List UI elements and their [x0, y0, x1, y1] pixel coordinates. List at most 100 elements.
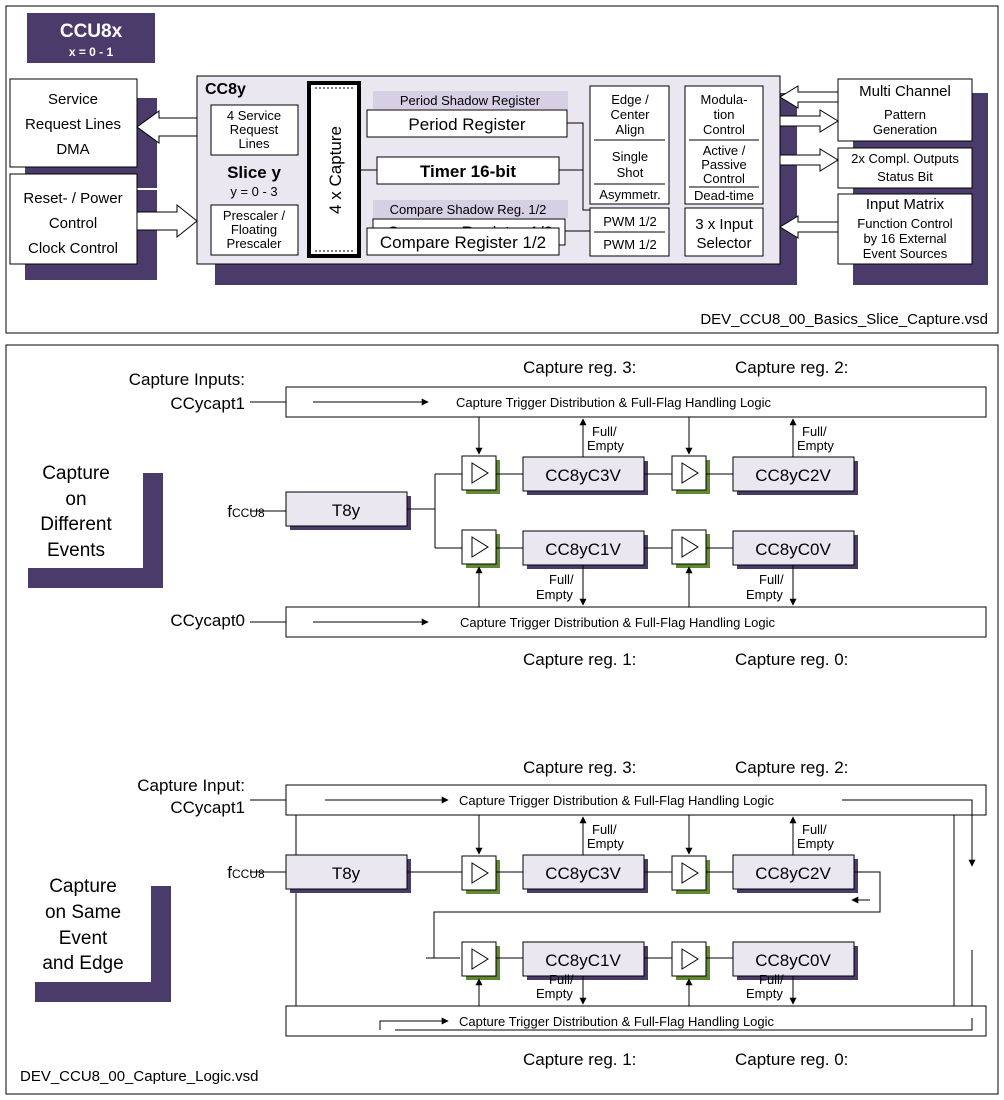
compare-register-label: Compare Register 1/2	[380, 233, 546, 252]
a-latch4-buffer-icon	[681, 536, 699, 558]
a-c0v-label: CC8yC0V	[755, 540, 831, 559]
ap-line-1: Active /	[703, 143, 746, 158]
a-bus-top-label: Capture Trigger Distribution & Full-Flag…	[456, 395, 772, 410]
a-inputs-label: Capture Inputs:	[129, 370, 245, 389]
b-c0v-box	[732, 941, 855, 977]
a-full-0: Full/	[759, 572, 784, 587]
b-c1v-box	[522, 941, 645, 977]
period-shadow-label: Period Shadow Register	[400, 93, 541, 108]
b-empty-1: Empty	[536, 986, 573, 1001]
service-line-1: Service	[48, 91, 98, 108]
reset-line-3: Clock Control	[28, 240, 118, 257]
different-events-section: Capture on Different Events Capture reg.…	[28, 358, 987, 669]
deadtime-label: Dead-time	[694, 188, 754, 203]
side-shadow-b	[35, 886, 171, 1002]
sr-line-2: Request	[230, 122, 279, 137]
input-sel-line-1: 3 x Input	[695, 216, 753, 233]
single-line-2: Shot	[617, 165, 644, 180]
a-capreg1: Capture reg. 1:	[523, 650, 636, 669]
b-empty-2: Empty	[797, 836, 834, 851]
compare-shadow-band	[373, 200, 568, 218]
b-full-1: Full/	[549, 972, 574, 987]
mod-line-2: tion	[714, 107, 735, 122]
side-b-4: and Edge	[42, 953, 123, 974]
b-c3v-label: CC8yC3V	[545, 864, 621, 883]
im-line-4: Event Sources	[863, 246, 948, 261]
badge-title: CCU8x	[60, 21, 123, 42]
same-event-section: Capture on Same Event and Edge Capture r…	[20, 758, 987, 1085]
input-matrix-box: Input Matrix Function Control by 16 Exte…	[837, 193, 973, 265]
side-b-3: Event	[59, 928, 108, 949]
period-register-label: Period Register	[408, 115, 526, 134]
slice-overview-panel: CCU8x x = 0 - 1 Service Request Lines DM…	[5, 5, 999, 334]
side-b-1: Capture	[49, 876, 117, 897]
period-register-box	[366, 109, 568, 138]
a-c1v-box	[522, 530, 645, 566]
b-c2v-label: CC8yC2V	[755, 864, 831, 883]
b-bus-bottom-label: Capture Trigger Distribution & Full-Flag…	[459, 1014, 775, 1029]
co-line-2: Status Bit	[877, 169, 933, 184]
compl-out-arrow	[779, 148, 839, 172]
capture4-label: 4 x Capture	[326, 126, 345, 214]
b-loop-frame	[295, 814, 955, 1007]
service-line-2: Request Lines	[25, 116, 121, 133]
single-line-1: Single	[612, 149, 648, 164]
badge-sub: x = 0 - 1	[69, 45, 114, 59]
a-c1v-label: CC8yC1V	[545, 540, 621, 559]
ccu8x-badge: CCU8x x = 0 - 1	[27, 13, 155, 63]
ap-line-2: Passive	[701, 157, 747, 172]
a-capt1: CCycapt1	[170, 394, 245, 413]
b-bus-top-label: Capture Trigger Distribution & Full-Flag…	[459, 793, 775, 808]
b-fccu-sub: CCU8	[232, 867, 265, 881]
b-empty-0: Empty	[746, 986, 783, 1001]
period-shadow-band	[373, 91, 568, 109]
b-capt1: CCycapt1	[170, 798, 245, 817]
b-input-label: Capture Input:	[137, 776, 245, 795]
service-request-box: Service Request Lines DMA	[9, 78, 138, 168]
b-capreg2: Capture reg. 2:	[735, 758, 848, 777]
mod-line-1: Modula-	[701, 92, 748, 107]
side-b-2: on Same	[45, 902, 121, 923]
prescaler-line-3: Prescaler	[227, 236, 283, 251]
b-c0v-label: CC8yC0V	[755, 951, 831, 970]
reset-line-1: Reset- / Power	[23, 190, 122, 207]
b-capreg3: Capture reg. 3:	[523, 758, 636, 777]
b-c1v-label: CC8yC1V	[545, 951, 621, 970]
im-line-2: Function Control	[857, 216, 952, 231]
a-capreg2: Capture reg. 2:	[735, 358, 848, 377]
a-empty-2: Empty	[797, 438, 834, 453]
b-latch3-buffer-icon	[471, 948, 489, 970]
b-empty-3: Empty	[587, 836, 624, 851]
a-latch1-buffer-icon	[471, 462, 489, 484]
slice-label: Slice y	[227, 163, 281, 182]
service-request-lines-box	[210, 104, 299, 156]
a-latch3-buffer-icon	[471, 536, 489, 558]
reset-power-box: Reset- / Power Control Clock Control	[9, 173, 138, 265]
b-c2v-box	[732, 854, 855, 890]
prescaler-line-1: Prescaler /	[223, 208, 286, 223]
a-c2v-label: CC8yC2V	[755, 466, 831, 485]
ap-line-3: Control	[703, 171, 745, 186]
prescaler-box	[210, 204, 299, 256]
a-latch2-buffer-icon	[681, 462, 699, 484]
bottom-filename: DEV_CCU8_00_Capture_Logic.vsd	[20, 1068, 258, 1085]
compare-shadow-label: Compare Shadow Reg. 1/2	[390, 202, 547, 217]
a-empty-3: Empty	[587, 438, 624, 453]
a-capreg3: Capture reg. 3:	[523, 358, 636, 377]
asymmetr-label: Asymmetr.	[599, 187, 660, 202]
mc-out-arrow	[779, 109, 839, 133]
sr-line-3: Lines	[238, 136, 270, 151]
side-a-1: Capture	[42, 463, 110, 484]
multi-channel-box: Multi Channel Pattern Generation	[837, 78, 973, 142]
b-t8y-label: T8y	[332, 864, 361, 883]
b-latch1	[461, 855, 497, 891]
a-empty-0: Empty	[746, 587, 783, 602]
b-full-2: Full/	[802, 822, 827, 837]
compare-register-box	[366, 227, 560, 256]
side-a-3: Different	[40, 514, 112, 535]
a-c3v-box	[522, 456, 645, 492]
b-latch2-buffer-icon	[681, 862, 699, 884]
compl-outputs-box: 2x Compl. Outputs Status Bit	[837, 147, 973, 189]
top-filename: DEV_CCU8_00_Basics_Slice_Capture.vsd	[700, 311, 988, 328]
pwm-label-1: PWM 1/2	[603, 214, 656, 229]
